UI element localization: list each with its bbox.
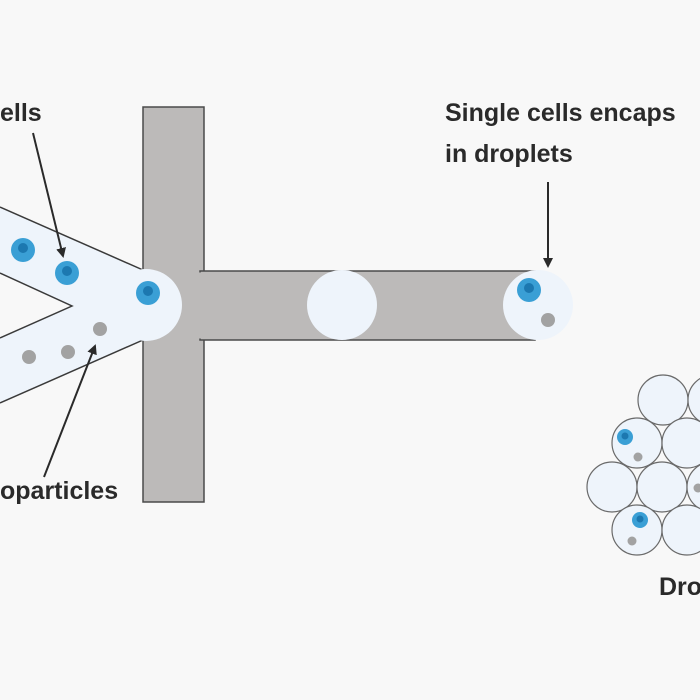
cell [617, 429, 633, 445]
droplet [661, 504, 700, 556]
droplet [661, 417, 700, 469]
cells-arrow [32, 132, 66, 258]
droplet [636, 461, 688, 513]
forming-droplet [110, 269, 182, 341]
empty-droplet [307, 270, 377, 340]
droplets-label: Dro [659, 573, 700, 601]
droplet-cluster [586, 374, 700, 556]
particles-label: oparticles [0, 477, 118, 505]
droplet [686, 464, 700, 510]
cell [136, 281, 160, 305]
particle [61, 345, 75, 359]
droplet [586, 461, 638, 513]
cells-label: ells [0, 99, 42, 127]
cell [11, 238, 35, 262]
particle [693, 483, 700, 493]
particle [627, 536, 637, 546]
droplet [637, 374, 689, 426]
particles-arrow [43, 344, 97, 478]
particle [93, 322, 107, 336]
droplet [611, 504, 663, 556]
cell [517, 278, 541, 302]
encapsulated-label-line2: in droplets [445, 140, 573, 168]
encapsulated-droplet [503, 270, 573, 340]
particle [633, 452, 643, 462]
particle [22, 350, 36, 364]
droplet [687, 377, 700, 423]
cell [55, 261, 79, 285]
encapsulated-label-line1: Single cells encaps [445, 99, 676, 127]
cell [632, 512, 648, 528]
particle [541, 313, 555, 327]
